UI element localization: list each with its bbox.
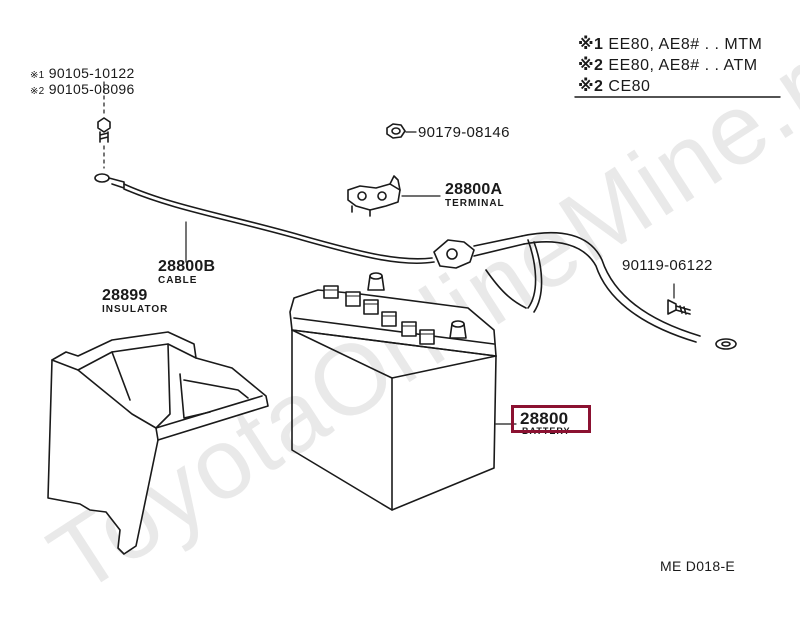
diagram-code: ME D018-E: [660, 558, 736, 574]
terminal-part-name: TERMINAL: [445, 198, 505, 209]
insulator-part-name: INSULATOR: [102, 304, 169, 315]
terminal-part-number[interactable]: 28800A: [445, 181, 503, 198]
bolt-drawing: [97, 81, 111, 169]
legend-mark-1: ※1: [578, 36, 604, 53]
insulator-part-number[interactable]: 28899: [102, 287, 148, 304]
legend-text-2: EE80, AE8# . . ATM: [608, 57, 758, 74]
cable-part-number[interactable]: 28800B: [158, 258, 216, 275]
bolt-ref-1-mark: ※1: [30, 70, 45, 81]
battery-highlight[interactable]: [511, 405, 591, 433]
bolt-ref-1-part[interactable]: 90105-10122: [48, 65, 135, 81]
bolt-ref-2-mark: ※2: [30, 86, 45, 97]
legend-text-1: EE80, AE8# . . MTM: [608, 36, 763, 53]
clamp-drawing: [433, 231, 737, 350]
cable-drawing: [94, 173, 435, 265]
legend-line-2: ※2 EE80, AE8# . . ATM: [578, 58, 758, 74]
battery-part-number[interactable]: 28800: [520, 409, 569, 428]
nut-part-number[interactable]: 90179-08146: [418, 124, 510, 141]
legend-line-1: ※1 EE80, AE8# . . MTM: [578, 37, 762, 53]
legend-text-3: CE80: [608, 78, 651, 95]
screw-drawing: [667, 283, 691, 315]
bolt-ref-2-part[interactable]: 90105-08096: [48, 81, 135, 97]
insulator-drawing: [47, 331, 269, 555]
battery-drawing: [289, 272, 517, 511]
cable-part-name: CABLE: [158, 275, 198, 286]
bolt-ref-1: ※1 90105-10122: [30, 66, 135, 81]
legend-mark-3: ※2: [578, 78, 604, 95]
bolt-ref-2: ※2 90105-08096: [30, 82, 135, 97]
terminal-drawing: [347, 175, 441, 217]
screw-part-number[interactable]: 90119-06122: [622, 257, 713, 274]
legend-mark-2: ※2: [578, 57, 604, 74]
legend-line-3: ※2 CE80: [578, 79, 650, 95]
nut-drawing: [386, 123, 417, 139]
